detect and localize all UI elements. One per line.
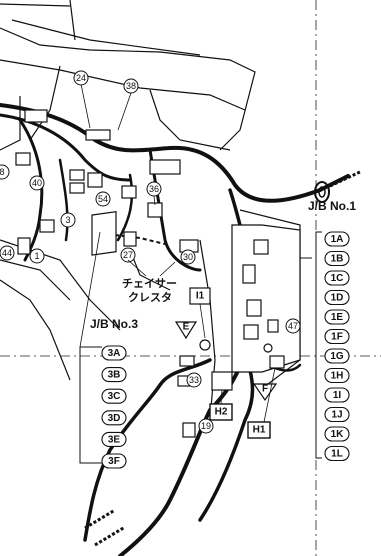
jb-no1-terminal-list: 1A 1B 1C 1D 1E 1F 1G 1H 1I 1J 1K 1L [324,231,350,462]
connector-number-47: 47 [285,318,301,334]
harness-end-marks [84,508,126,547]
terminal-label: 3C [108,391,121,402]
terminal-label: 1F [331,332,343,343]
terminal-capsule [324,231,350,247]
svg-text:1: 1 [34,251,39,261]
terminal-label: 3A [108,348,121,359]
svg-text:I1: I1 [196,291,205,302]
svg-text:クレスタ: クレスタ [128,291,172,304]
terminal-capsule [324,348,350,364]
connector-number-38: 38 [117,78,139,131]
jb-no3-group: J/B No.3 [79,231,138,464]
terminal-label: 1H [331,371,344,382]
svg-text:44: 44 [2,248,12,258]
connector-number-40: 40 [29,175,45,191]
jb-no1-title: J/B No.1 [308,199,356,213]
grommet [314,170,361,203]
box-label-i1: I1 [189,287,211,339]
svg-text:19: 19 [201,421,211,431]
terminal-label: 1J [331,410,342,421]
terminal-capsule [324,309,350,325]
svg-text:40: 40 [32,178,42,188]
terminal-capsule [101,367,127,383]
jb-no3-title: J/B No.3 [90,317,138,331]
chaser-cresta-label: チェイサー クレスタ [122,259,177,304]
terminal-label: 1B [331,254,344,265]
terminal-label: 3D [108,413,121,424]
terminal-capsule [324,426,350,442]
box-label-h2: H2 [209,389,233,421]
connector-number-44: 44 [0,245,15,261]
svg-text:E: E [183,322,190,333]
dashed-loom [114,234,166,245]
connector-number-19: 19 [198,418,214,434]
terminal-label: 1E [331,312,344,323]
terminal-capsule [324,289,350,306]
jb-no1-group: J/B No.1 [300,199,356,459]
svg-text:H1: H1 [253,425,266,436]
connector-number-54: 54 [95,191,111,207]
terminal-label: 3B [108,370,121,381]
connector-blocks [15,109,285,438]
terminal-label: 1G [330,351,344,362]
svg-text:24: 24 [76,73,86,83]
svg-text:8: 8 [0,167,5,177]
svg-text:3: 3 [65,215,70,225]
terminal-capsule [324,328,350,345]
connector-number-1: 1 [29,248,45,264]
svg-text:30: 30 [183,252,193,262]
terminal-label: 1D [331,293,344,304]
terminal-capsule [101,431,127,447]
terminal-label: 1I [333,390,342,401]
svg-text:F: F [262,384,268,395]
svg-text:54: 54 [98,194,108,204]
jb-no3-terminal-list: 3A 3B 3C 3D 3E 3F [101,345,127,469]
terminal-capsule [324,250,350,267]
terminal-capsule [101,410,127,426]
triangle-label-f: F [252,383,278,402]
terminal-label: 1L [331,449,343,460]
terminal-capsule [324,367,350,384]
svg-text:チェイサー: チェイサー [122,277,177,290]
connector-number-30: 30 [180,249,196,265]
svg-text:33: 33 [189,375,199,385]
terminal-capsule [101,453,127,469]
connector-number-36: 36 [146,181,162,206]
terminal-capsule [324,445,350,462]
svg-text:H2: H2 [215,407,228,418]
terminal-label: 1K [331,429,345,440]
terminal-capsule [101,345,127,361]
box-label-h1: H1 [247,367,276,439]
svg-text:38: 38 [126,81,136,91]
terminal-capsule [324,270,350,286]
terminal-label: 3F [108,456,120,467]
junction-block-1 [231,224,301,373]
terminal-label: 1A [331,234,344,245]
svg-text:27: 27 [123,250,133,260]
triangle-label-e: E [174,321,198,340]
svg-text:47: 47 [288,321,298,331]
connector-number-27: 27 [120,247,136,263]
connector-number-33: 33 [186,372,202,388]
terminal-capsule [324,406,350,423]
connector-number-3: 3 [60,212,76,228]
terminal-label: 1C [331,273,344,284]
terminal-label: 3E [108,434,121,445]
terminal-capsule [324,387,350,403]
connector-number-8: 8 [0,164,10,180]
svg-text:36: 36 [149,184,159,194]
connector-number-24: 24 [73,70,91,129]
terminal-capsule [101,388,127,404]
